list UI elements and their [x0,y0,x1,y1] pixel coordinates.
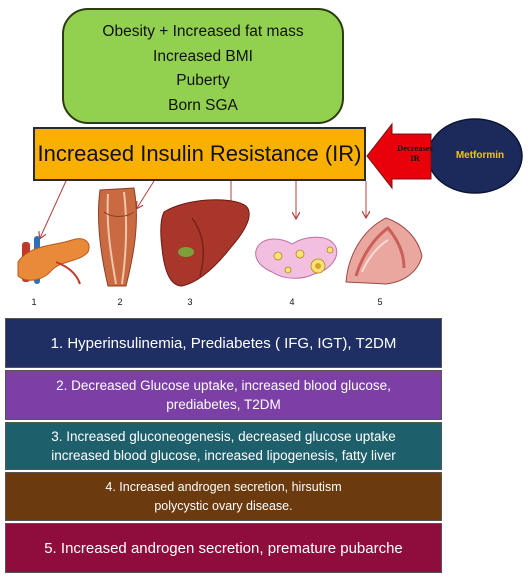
liver-icon [160,199,250,287]
cause-item: Increased BMI [153,47,253,65]
metformin-label: Metformin [455,150,505,161]
effect-box-3: 3. Increased gluconeogenesis, decreased … [5,422,442,470]
effect-4-line-2: polycystic ovary disease. [154,498,293,513]
effect-4-line-1: 4. Increased androgen secretion, hirsuti… [105,479,342,494]
insulin-resistance-label: Increased Insulin Resistance (IR) [37,141,362,166]
ovary-icon [255,236,338,279]
adrenal-icon [345,217,423,285]
pancreas-icon [17,236,90,285]
decreases-ir-arrow [366,122,432,190]
cause-item: Puberty [176,72,230,89]
effect-5-line-1: 5. Increased androgen secretion, prematu… [44,539,403,557]
effect-2-line-1: 2. Decreased Glucose uptake, increased b… [56,378,391,393]
muscle-icon [97,187,137,287]
effect-box-1: 1. Hyperinsulinemia, Prediabetes ( IFG, … [5,318,442,368]
organ-number-5: 5 [377,297,383,307]
cause-item: Obesity + Increased fat mass [102,23,304,40]
effect-box-2: 2. Decreased Glucose uptake, increased b… [5,370,442,420]
decreases-ir-label: Decreases IR [384,143,446,163]
effect-3-line-1: 3. Increased gluconeogenesis, decreased … [51,429,396,444]
cause-item: Born SGA [168,96,238,114]
decreases-ir-label-line2: IR [410,153,420,163]
organ-number-1: 1 [31,297,37,307]
arrow-to-organ-2 [137,180,155,208]
organ-number-3: 3 [187,297,193,307]
effect-box-5: 5. Increased androgen secretion, prematu… [5,523,442,573]
effect-2-line-2: prediabetes, T2DM [166,397,281,412]
effect-box-4: 4. Increased androgen secretion, hirsuti… [5,472,442,521]
effect-3-line-2: increased blood glucose, increased lipog… [51,448,396,463]
arrow-to-organ-1 [40,180,67,238]
decreases-ir-label-line1: Decreases [397,143,433,153]
effect-1-line-1: 1. Hyperinsulinemia, Prediabetes ( IFG, … [50,334,397,352]
organ-number-4: 4 [289,297,295,307]
organ-number-2: 2 [117,297,123,307]
insulin-resistance-box: Increased Insulin Resistance (IR) [33,127,366,181]
causes-box: Obesity + Increased fat mass Increased B… [62,8,344,124]
